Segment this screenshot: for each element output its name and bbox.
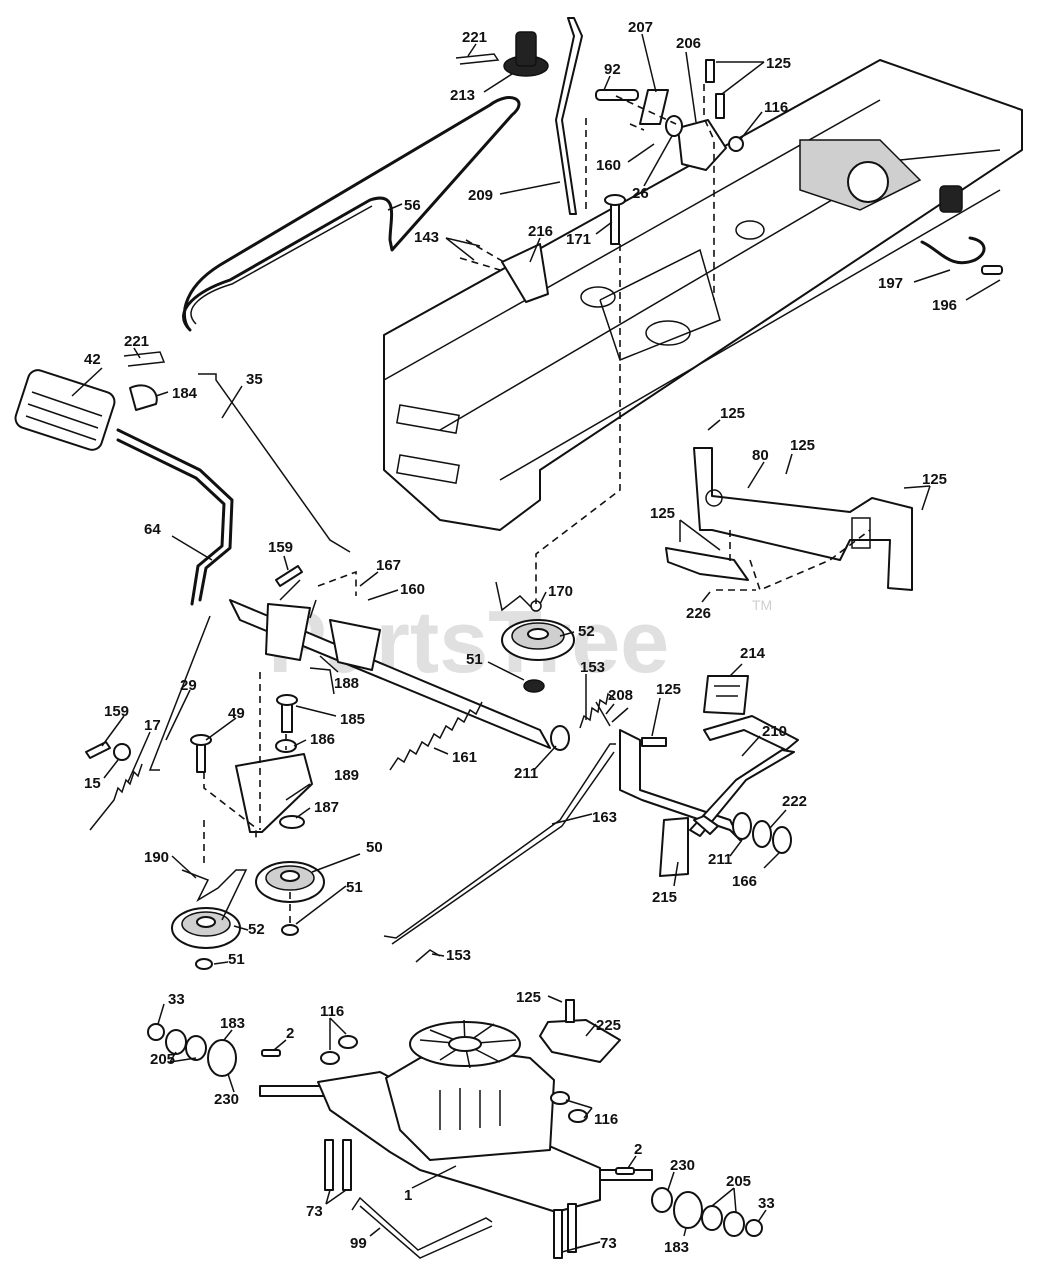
callout-label: 17 xyxy=(144,717,161,734)
callout-label: 222 xyxy=(782,793,807,810)
callout-label: 52 xyxy=(578,623,595,640)
callout-label: 35 xyxy=(246,371,263,388)
callout-label: 51 xyxy=(346,879,363,896)
callout-label: 153 xyxy=(446,947,471,964)
callout-label: 197 xyxy=(878,275,903,292)
callout-label: 153 xyxy=(580,659,605,676)
callout-labels: 221 213 207 206 125 92 116 160 26 56 209… xyxy=(84,19,957,1256)
callout-label: 208 xyxy=(608,687,633,704)
idler-pulley-50 xyxy=(255,861,325,936)
callout-label: 73 xyxy=(600,1235,617,1252)
callout-label: 125 xyxy=(656,681,681,698)
callout-label: 1 xyxy=(404,1187,412,1204)
assembly-guides xyxy=(203,84,871,924)
callout-label: 99 xyxy=(350,1235,367,1252)
callout-label: 116 xyxy=(764,99,788,116)
callout-label: 26 xyxy=(632,185,649,202)
callout-label: 159 xyxy=(268,539,293,556)
callout-label: 33 xyxy=(758,1195,775,1212)
callout-label: 225 xyxy=(596,1017,621,1034)
callout-label: 92 xyxy=(604,61,621,78)
callout-label: 56 xyxy=(404,197,421,214)
callout-label: 171 xyxy=(566,231,591,248)
watermark-tm: TM xyxy=(752,597,772,613)
callout-label: 209 xyxy=(468,187,493,204)
callout-label: 42 xyxy=(84,351,101,368)
callout-label: 49 xyxy=(228,705,245,722)
callout-label: 125 xyxy=(922,471,947,488)
callout-label: 226 xyxy=(686,605,711,622)
callout-label: 205 xyxy=(150,1051,175,1068)
callout-label: 29 xyxy=(180,677,197,694)
callout-label: 73 xyxy=(306,1203,323,1220)
callout-label: 161 xyxy=(452,749,477,766)
callout-label: 206 xyxy=(676,35,701,52)
callout-label: 221 xyxy=(462,29,487,46)
callout-label: 80 xyxy=(752,447,769,464)
callout-label: 160 xyxy=(400,581,425,598)
callout-label: 167 xyxy=(376,557,401,574)
callout-label: 185 xyxy=(340,711,365,728)
transaxle xyxy=(259,1019,653,1213)
callout-label: 33 xyxy=(168,991,185,1008)
callout-label: 205 xyxy=(726,1173,751,1190)
idler-pulley-upper xyxy=(501,619,575,693)
callout-label: 184 xyxy=(172,385,198,402)
callout-label: 214 xyxy=(740,645,766,662)
callout-label: 64 xyxy=(144,521,161,538)
callout-label: 183 xyxy=(664,1239,689,1256)
leader-lines xyxy=(71,33,1001,1253)
callout-label: 2 xyxy=(634,1141,642,1158)
callout-label: 159 xyxy=(104,703,129,720)
callout-label: 211 xyxy=(708,851,732,868)
callout-label: 188 xyxy=(334,675,359,692)
callout-label: 51 xyxy=(466,651,483,668)
callout-label: 211 xyxy=(514,765,538,782)
callout-label: 210 xyxy=(762,723,787,740)
brake-mount-plate xyxy=(665,447,913,591)
handle-grip xyxy=(14,369,116,451)
callout-label: 125 xyxy=(650,505,675,522)
callout-label: 230 xyxy=(670,1157,695,1174)
callout-label: 190 xyxy=(144,849,169,866)
callout-label: 187 xyxy=(314,799,339,816)
callout-label: 116 xyxy=(320,1003,344,1020)
callout-label: 213 xyxy=(450,87,475,104)
drive-belt xyxy=(182,96,521,332)
callout-label: 183 xyxy=(220,1015,245,1032)
callout-label: 170 xyxy=(548,583,573,600)
callout-label: 166 xyxy=(732,873,757,890)
callout-label: 125 xyxy=(766,55,791,72)
callout-label: 143 xyxy=(414,229,439,246)
callout-label: 125 xyxy=(720,405,745,422)
callout-label: 52 xyxy=(248,921,265,938)
brake-pedal xyxy=(619,715,799,841)
callout-label: 2 xyxy=(286,1025,294,1042)
tractor-frame xyxy=(383,59,1023,531)
callout-label: 163 xyxy=(592,809,617,826)
callout-label: 50 xyxy=(366,839,383,856)
callout-label: 221 xyxy=(124,333,149,350)
callout-label: 196 xyxy=(932,297,957,314)
callout-label: 207 xyxy=(628,19,653,36)
callout-label: 116 xyxy=(594,1111,618,1128)
callout-label: 216 xyxy=(528,223,553,240)
callout-label: 15 xyxy=(84,775,101,792)
callout-label: 230 xyxy=(214,1091,239,1108)
callout-label: 160 xyxy=(596,157,621,174)
callout-label: 189 xyxy=(334,767,359,784)
callout-label: 125 xyxy=(790,437,815,454)
callout-label: 215 xyxy=(652,889,677,906)
lift-lever xyxy=(555,17,583,215)
callout-label: 51 xyxy=(228,951,245,968)
callout-label: 186 xyxy=(310,731,335,748)
callout-label: 125 xyxy=(516,989,541,1006)
